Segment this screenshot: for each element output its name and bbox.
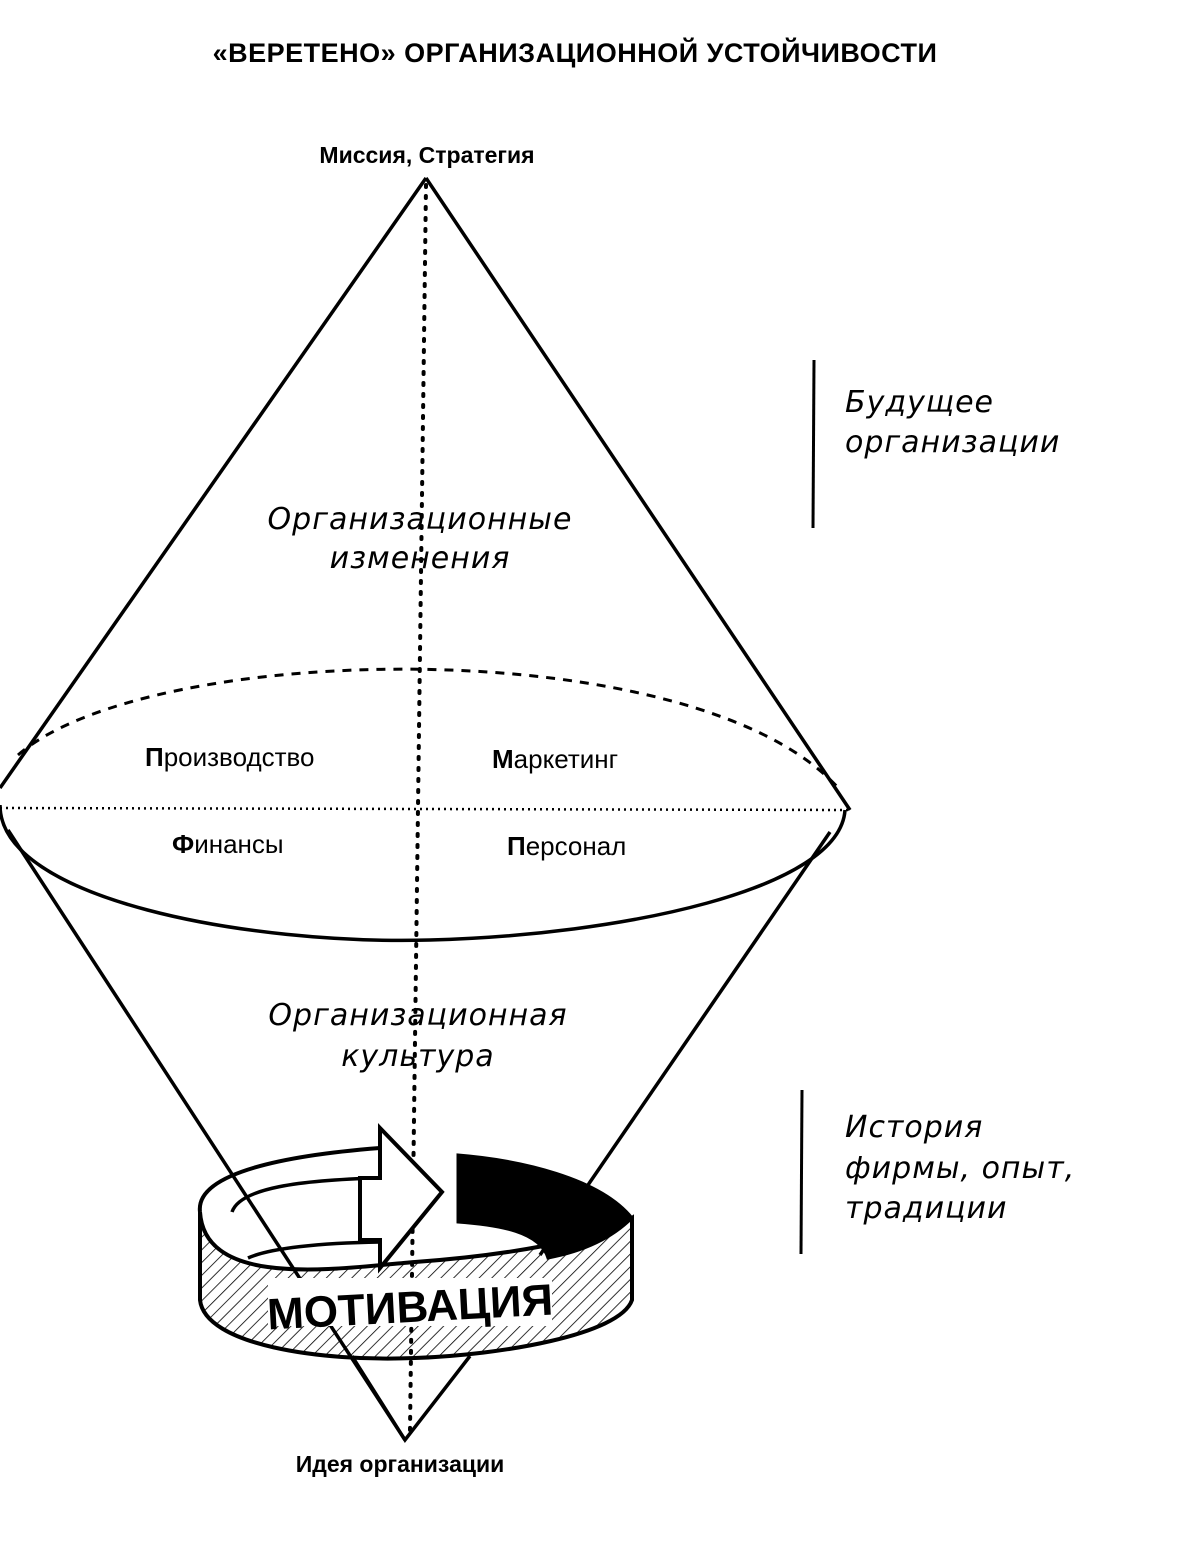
- history-label-line3: традиции: [845, 1191, 1008, 1226]
- future-label-line1: Будущее: [845, 385, 994, 420]
- history-label-line2: фирмы, опыт,: [845, 1151, 1075, 1186]
- ring-black-segment: [456, 1153, 635, 1260]
- quadrant-marketing: Маркетинг: [492, 744, 618, 774]
- ring-inner-rim: [247, 1240, 381, 1260]
- ellipse-front-solid: [0, 804, 847, 943]
- ring-arrow-head: [358, 1123, 445, 1274]
- ring-top-inner: [230, 1176, 381, 1213]
- rotation-arrow-ring-icon: МОТИВАЦИЯ: [197, 1123, 635, 1361]
- ring-top-outer: [197, 1146, 381, 1213]
- bottom-tip-triangle: [350, 1354, 472, 1444]
- page-title: «ВЕРЕТЕНО» ОРГАНИЗАЦИОННОЙ УСТОЙЧИВОСТИ: [213, 37, 938, 68]
- ellipse-diameter: [0, 806, 849, 812]
- quadrant-production: Производство: [145, 742, 315, 772]
- ellipse-back-dashed: [17, 667, 842, 791]
- history-label-line1: История: [845, 1110, 983, 1145]
- central-axis: [408, 183, 428, 1432]
- upper-cone-right-edge: [424, 177, 852, 811]
- future-bracket: [811, 359, 816, 529]
- history-bracket: [799, 1089, 804, 1255]
- upper-cone-label-line1: Организационные: [268, 502, 573, 537]
- upper-cone-left-edge: [0, 176, 428, 790]
- apex-top-label: Миссия, Стратегия: [319, 142, 534, 168]
- upper-cone-label-line2: изменения: [330, 541, 511, 576]
- lower-cone-label-line2: культура: [341, 1039, 494, 1074]
- quadrant-personnel: Персонал: [507, 831, 626, 861]
- future-label-line2: организации: [845, 425, 1060, 460]
- motivation-label-backdrop: [268, 1278, 552, 1326]
- lower-cone-label-line1: Организационная: [268, 998, 567, 1033]
- apex-bottom-label: Идея организации: [296, 1451, 505, 1477]
- quadrant-finance: Финансы: [172, 829, 284, 859]
